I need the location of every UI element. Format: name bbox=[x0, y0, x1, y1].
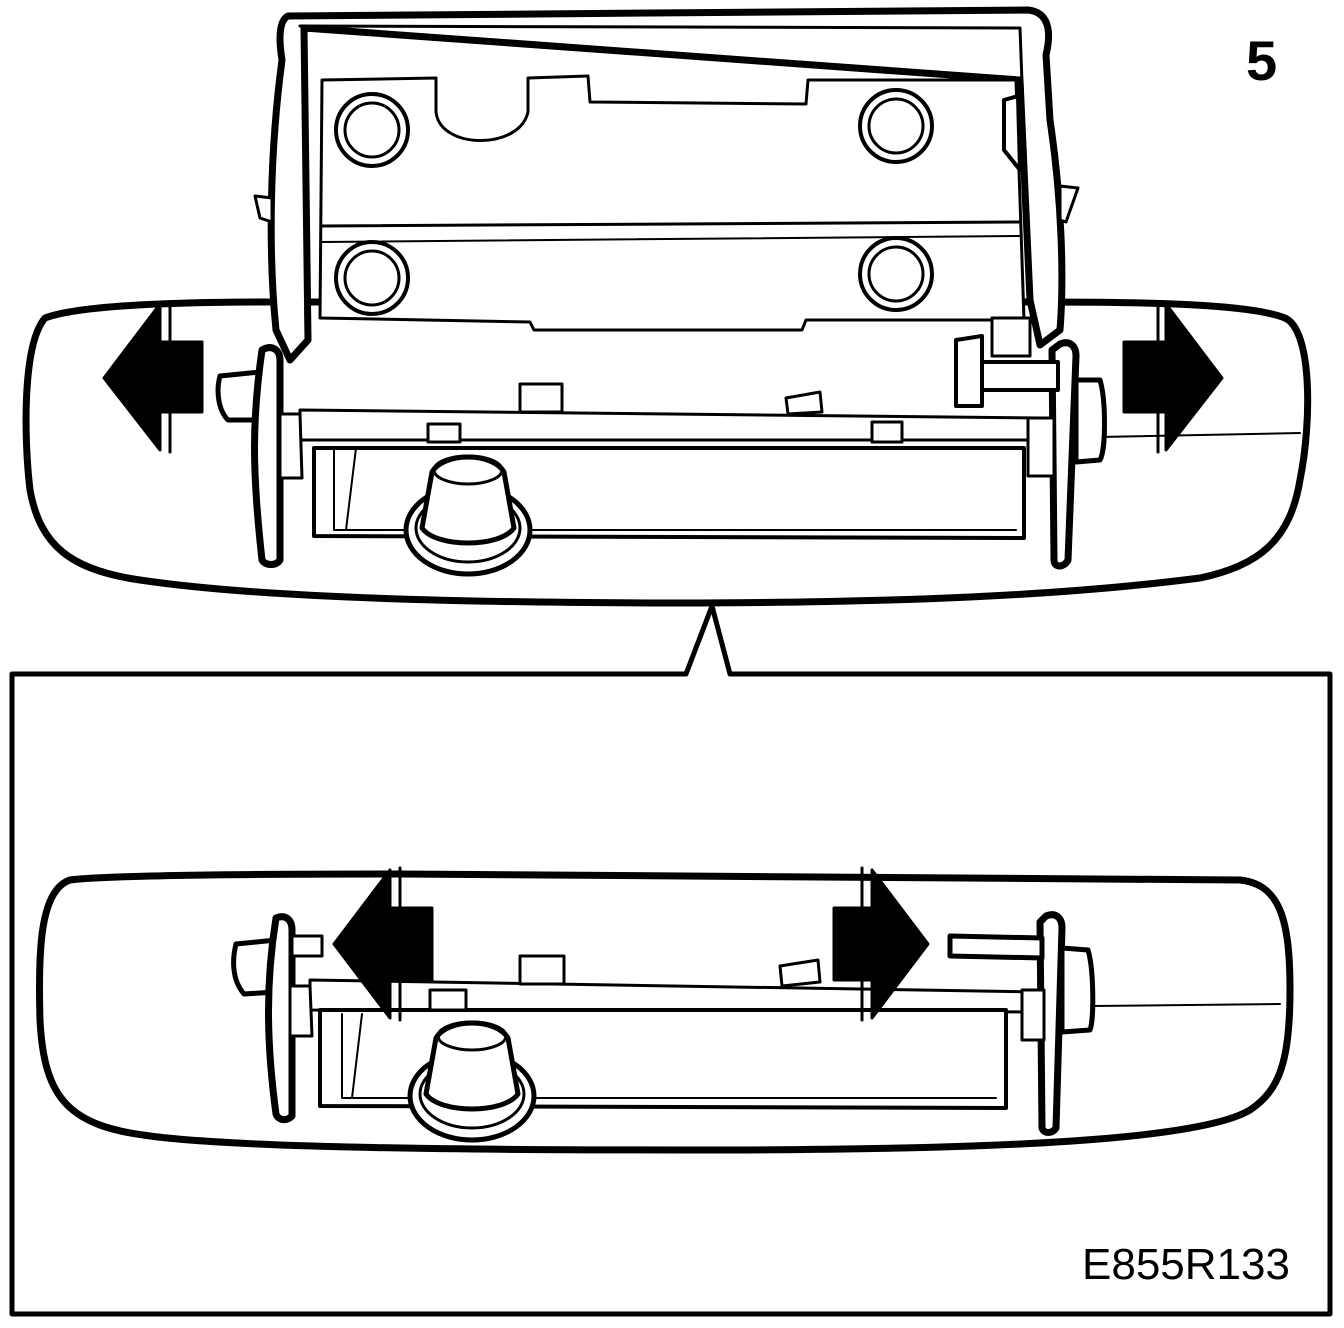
arrow-right-icon bbox=[1122, 302, 1224, 452]
socket-bottom-right bbox=[858, 236, 934, 312]
top-frame-hook-right bbox=[1002, 94, 1022, 172]
arrow-left-icon bbox=[332, 868, 434, 1020]
detail-right-flange bbox=[1036, 911, 1066, 1136]
top-lamp-sockets bbox=[334, 88, 934, 316]
detail-tab-1 bbox=[518, 954, 566, 986]
socket-top-left bbox=[334, 92, 410, 168]
top-frame-tab-right bbox=[1058, 184, 1080, 224]
detail-view bbox=[35, 866, 1294, 1154]
top-tab-4 bbox=[870, 420, 904, 444]
socket-top-right bbox=[858, 88, 934, 164]
detail-right-slider bbox=[947, 933, 1045, 961]
step-number: 5 bbox=[1246, 29, 1278, 92]
top-frame-divider bbox=[320, 220, 1022, 228]
top-frame-inner bbox=[298, 24, 1032, 332]
top-tab-2 bbox=[784, 390, 824, 416]
top-frame-panel bbox=[318, 74, 1026, 332]
arrow-left-icon bbox=[102, 302, 204, 452]
top-tab-1 bbox=[518, 382, 564, 414]
figure-code: E855R133 bbox=[1082, 1240, 1290, 1289]
top-frame-tab-left bbox=[253, 194, 274, 224]
socket-bottom-left bbox=[334, 240, 410, 316]
top-left-flange bbox=[251, 344, 284, 568]
top-right-clip bbox=[1073, 377, 1107, 465]
top-right-latch bbox=[954, 334, 984, 408]
detail-housing-seam bbox=[1093, 1003, 1281, 1007]
detail-tab-3 bbox=[428, 988, 468, 1012]
detail-tab-2 bbox=[778, 958, 822, 988]
top-housing-seam bbox=[1099, 432, 1301, 438]
arrow-right-icon bbox=[832, 868, 930, 1020]
detail-left-flange bbox=[265, 913, 296, 1124]
top-center-knob bbox=[403, 454, 533, 577]
top-tab-3 bbox=[426, 422, 462, 444]
detail-right-clip bbox=[1059, 945, 1096, 1035]
top-hinged-frame bbox=[267, 6, 1066, 364]
detail-callout-frame bbox=[9, 603, 1333, 1317]
top-view bbox=[22, 6, 1312, 607]
top-right-flange bbox=[1048, 339, 1080, 570]
detail-center-knob bbox=[407, 1020, 537, 1143]
